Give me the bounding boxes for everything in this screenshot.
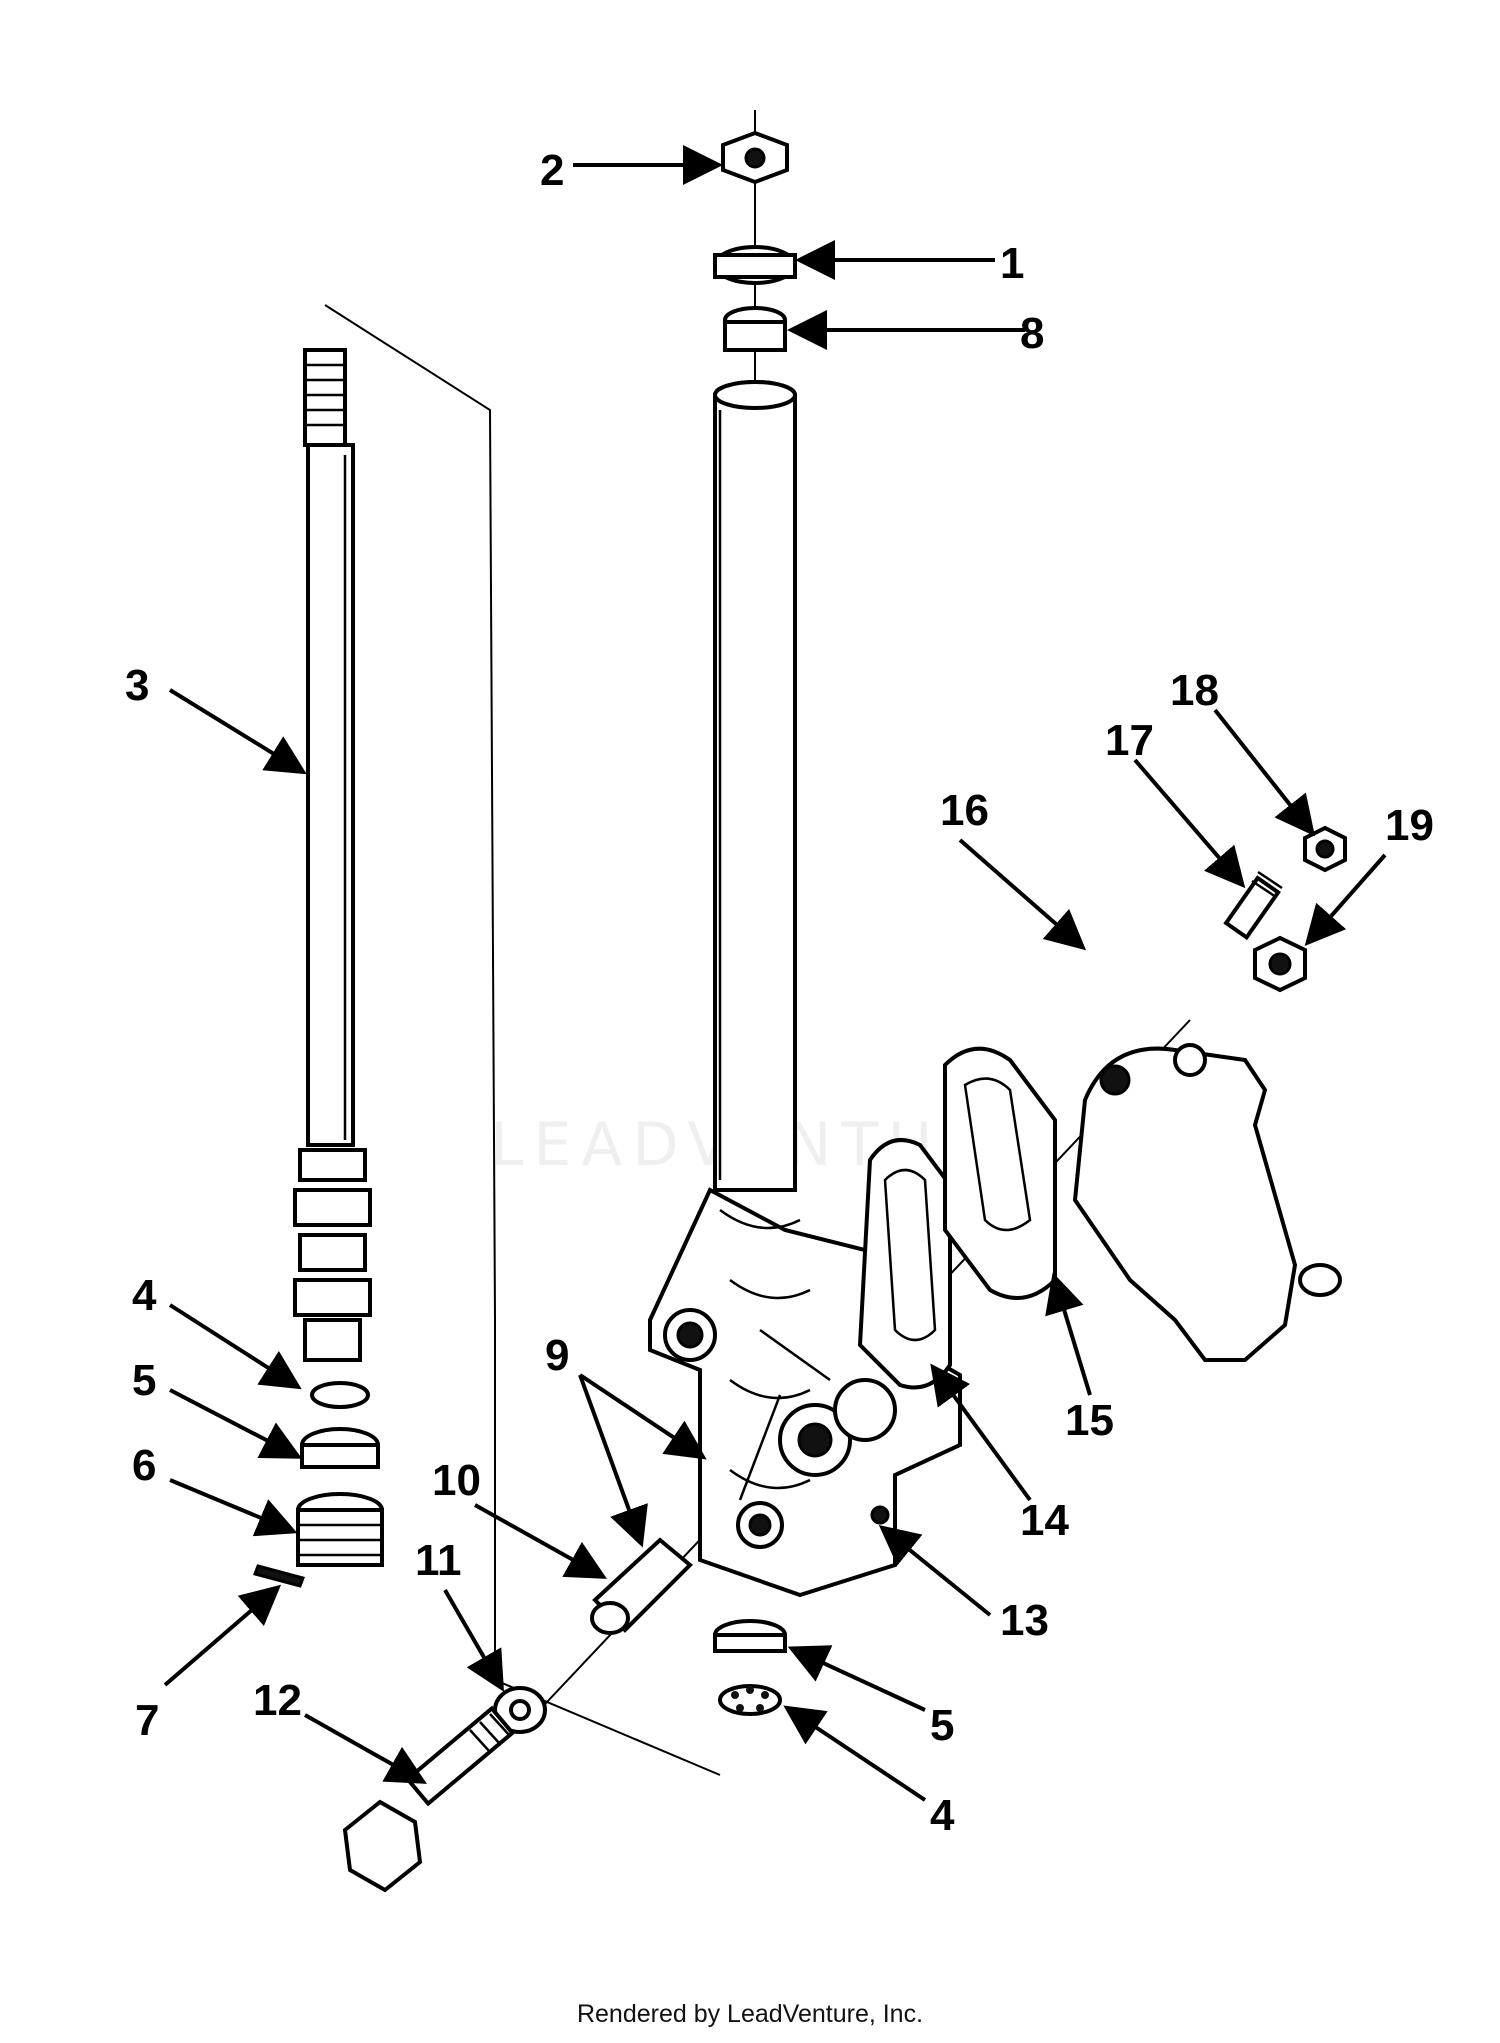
callout-16: 16 xyxy=(940,786,989,835)
callout-17: 17 xyxy=(1105,716,1154,765)
callout-5-left: 5 xyxy=(132,1356,156,1405)
top-hardware xyxy=(713,130,797,352)
callout-10: 10 xyxy=(432,1456,481,1505)
callout-3: 3 xyxy=(125,661,149,710)
callout-1: 1 xyxy=(1000,239,1024,288)
leader-arrows xyxy=(163,145,1387,1802)
callout-9: 9 xyxy=(545,1331,569,1380)
callout-4-left: 4 xyxy=(132,1271,157,1320)
callout-2: 2 xyxy=(540,146,564,195)
pivot-bolt-assembly xyxy=(342,1537,693,1893)
steering-column-tube xyxy=(713,380,797,1192)
callout-14: 14 xyxy=(1020,1496,1069,1545)
gaskets xyxy=(857,1046,1057,1390)
footer-credit: Rendered by LeadVenture, Inc. xyxy=(576,2000,924,2028)
lower-bearing-stack-right xyxy=(713,1619,787,1716)
callout-15: 15 xyxy=(1065,1396,1114,1445)
callout-19: 19 xyxy=(1385,801,1434,850)
lower-bearing-stack-left xyxy=(253,1381,384,1588)
callout-5-right: 5 xyxy=(930,1701,954,1750)
callout-4-right: 4 xyxy=(930,1791,955,1840)
bracket-hardware xyxy=(1223,825,1347,993)
callout-6: 6 xyxy=(132,1441,156,1490)
callout-11: 11 xyxy=(415,1536,462,1585)
callout-12: 12 xyxy=(253,1676,302,1725)
callout-labels: 2 1 8 3 4 5 6 7 9 10 11 12 13 14 15 16 1… xyxy=(125,146,1434,1840)
callout-7: 7 xyxy=(135,1696,159,1745)
steering-shaft-part xyxy=(293,348,372,1362)
pitman-arm-bracket xyxy=(1072,1043,1342,1362)
callout-8: 8 xyxy=(1020,309,1044,358)
callout-18: 18 xyxy=(1170,666,1219,715)
callout-13: 13 xyxy=(1000,1596,1049,1645)
